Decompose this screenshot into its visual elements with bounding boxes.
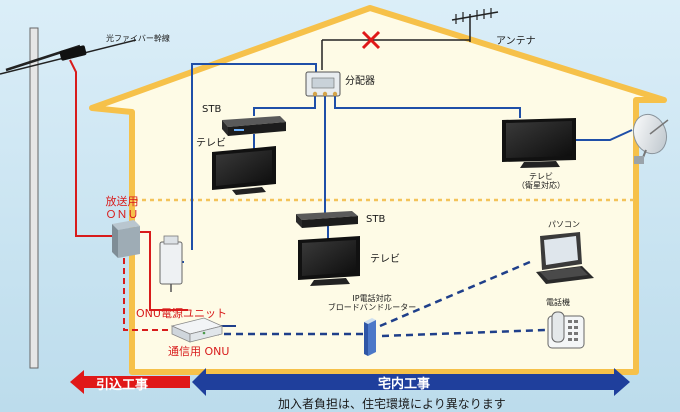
tv-satellite-label-line1: テレビ — [529, 172, 553, 181]
broadcast-onu-label-line1: 放送用 — [105, 195, 139, 208]
fiber-trunk-label: 光ファイバー幹線 — [106, 34, 170, 43]
stb-upper-icon — [222, 116, 286, 136]
house-outline — [89, 5, 667, 375]
lead-in-work-banner — [70, 370, 190, 394]
indoor-work-label: 宅内工事 — [378, 377, 431, 392]
lan-wiring — [212, 260, 547, 338]
comm-onu-label: 通信用 ONU — [168, 345, 230, 358]
comm-onu-icon — [170, 317, 224, 343]
broadcast-onu-label: 放送用 ＯＮＵ — [96, 195, 148, 221]
antenna-icon — [451, 8, 499, 42]
lead-in-work-label: 引込工事 — [96, 378, 149, 393]
router-label-line1: IP電話対応 — [352, 294, 392, 303]
router-icon — [364, 318, 376, 356]
phone-icon — [547, 311, 585, 349]
tv-upper-label: テレビ — [196, 138, 226, 149]
fiber-wiring-concealed — [123, 258, 172, 331]
router-label: IP電話対応 ブロードバンドルーター — [320, 294, 424, 312]
pc-label: パソコン — [548, 220, 580, 229]
tv-lower-label: テレビ — [370, 254, 400, 265]
tv-upper-icon — [212, 146, 276, 195]
stb-upper-label: STB — [202, 104, 222, 115]
splitter-label: 分配器 — [345, 76, 375, 87]
antenna-label: アンテナ — [496, 36, 536, 47]
pc-icon — [536, 232, 594, 284]
stb-lower-icon — [296, 211, 358, 228]
broadcast-onu-label-line2: ＯＮＵ — [105, 207, 139, 221]
broadcast-onu-icon — [112, 220, 140, 258]
onu-power-unit-icon — [159, 235, 183, 292]
tv-satellite-label: テレビ （衛星対応） — [506, 172, 576, 190]
fiber-wiring — [69, 59, 188, 311]
phone-label: 電話機 — [546, 298, 570, 307]
fiber-closure — [59, 45, 87, 61]
satellite-dish-icon — [632, 113, 669, 164]
tv-lower-icon — [298, 236, 360, 286]
stb-lower-label: STB — [366, 214, 386, 225]
utility-pole — [29, 27, 39, 369]
indoor-work-banner — [192, 368, 630, 396]
splitter-icon — [305, 71, 341, 97]
router-label-line2: ブロードバンドルーター — [327, 303, 417, 313]
onu-power-unit-label: ONU電源ユニット — [136, 307, 227, 320]
tv-satellite-icon — [502, 118, 576, 168]
cross-mark-icon — [361, 30, 381, 50]
subscriber-cost-note: 加入者負担は、住宅環境により異なります — [278, 397, 506, 411]
tv-satellite-label-line2: （衛星対応） — [517, 181, 565, 191]
coax-wiring — [179, 63, 633, 282]
